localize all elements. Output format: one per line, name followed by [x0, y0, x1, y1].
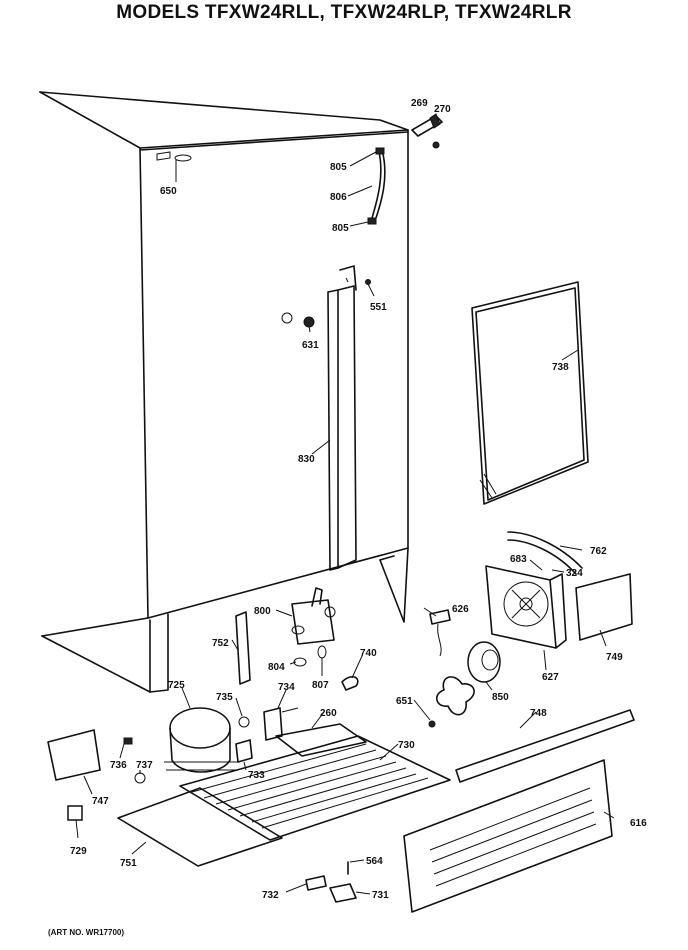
valve-800 — [291, 587, 336, 645]
label-683: 683 — [510, 554, 527, 565]
label-740: 740 — [360, 648, 377, 659]
block-729 — [67, 805, 83, 821]
part-labels: 269 270 805 806 805 650 551 631 738 830 … — [70, 98, 647, 901]
mullion-830 — [327, 265, 357, 571]
label-805-top: 805 — [330, 162, 347, 173]
drain-pan-751 — [117, 787, 283, 867]
label-324: 324 — [566, 568, 583, 579]
label-564: 564 — [366, 856, 383, 867]
label-747: 747 — [92, 796, 109, 807]
label-749: 749 — [606, 652, 623, 663]
label-751: 751 — [120, 858, 137, 869]
cap-737 — [134, 772, 146, 784]
fan-housing-627 — [485, 565, 567, 649]
fan-blade-651 — [428, 676, 475, 728]
tube-762 — [507, 531, 583, 575]
label-731: 731 — [372, 890, 389, 901]
label-730: 730 — [398, 740, 415, 751]
label-631: 631 — [302, 340, 319, 351]
label-616: 616 — [630, 818, 647, 829]
label-260: 260 — [320, 708, 337, 719]
compressor-725 — [164, 707, 238, 773]
sensor-626 — [429, 609, 451, 657]
label-551: 551 — [370, 302, 387, 313]
pad-732 — [305, 875, 327, 891]
cover-749 — [575, 573, 633, 641]
condenser-730 — [179, 735, 451, 841]
label-804: 804 — [268, 662, 285, 673]
tray-260 — [275, 723, 367, 757]
label-805-bottom: 805 — [332, 223, 349, 234]
grommet-807 — [317, 645, 327, 659]
label-651: 651 — [396, 696, 413, 707]
label-736: 736 — [110, 760, 127, 771]
overload-733 — [235, 739, 253, 763]
panel-616 — [403, 759, 613, 913]
label-729: 729 — [70, 846, 87, 857]
label-830: 830 — [298, 454, 315, 465]
leader-lines — [75, 151, 615, 895]
label-748: 748 — [530, 708, 547, 719]
label-627: 627 — [542, 672, 559, 683]
art-number: (ART NO. WR17700) — [48, 928, 125, 937]
label-270: 270 — [434, 104, 451, 115]
cabinet — [39, 91, 409, 693]
label-806: 806 — [330, 192, 347, 203]
panel-747 — [47, 729, 101, 781]
label-850: 850 — [492, 692, 509, 703]
label-762: 762 — [590, 546, 607, 557]
screw-551 — [365, 279, 371, 285]
label-733: 733 — [248, 770, 265, 781]
diagram-title: MODELS TFXW24RLL, TFXW24RLP, TFXW24RLR — [116, 2, 572, 23]
clip-740 — [341, 675, 359, 691]
grommet-804 — [293, 657, 307, 667]
gasket-738 — [471, 281, 589, 505]
label-269: 269 — [411, 98, 428, 109]
cap-736 — [123, 737, 133, 745]
label-734: 734 — [278, 682, 295, 693]
relay-735 — [238, 716, 250, 728]
bracket-734 — [263, 707, 299, 741]
heater-806 — [367, 147, 386, 225]
label-735: 735 — [216, 692, 233, 703]
label-650: 650 — [160, 186, 177, 197]
hinge-269 — [411, 113, 443, 149]
label-752: 752 — [212, 638, 229, 649]
fan-motor-850 — [467, 641, 501, 683]
label-807: 807 — [312, 680, 329, 691]
bracket-752 — [235, 611, 251, 685]
label-737: 737 — [136, 760, 153, 771]
plug-631 — [281, 312, 315, 328]
label-626: 626 — [452, 604, 469, 615]
label-732: 732 — [262, 890, 279, 901]
label-738: 738 — [552, 362, 569, 373]
label-800: 800 — [254, 606, 271, 617]
label-725: 725 — [168, 680, 185, 691]
rail-748 — [455, 709, 635, 783]
clip-731 — [329, 883, 357, 903]
